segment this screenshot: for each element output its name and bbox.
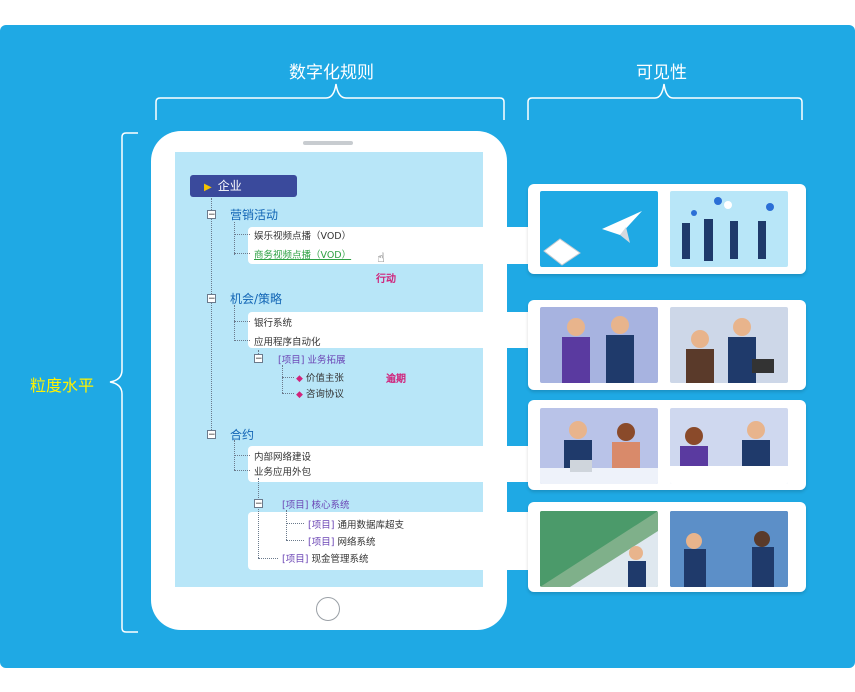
annotation-overdue: 逾期 (386, 374, 406, 385)
tree-leaf-vod-entertainment[interactable]: 娱乐视频点播（VOD） (254, 231, 352, 242)
collapse-minus-icon[interactable]: − (254, 499, 263, 509)
desk-meeting-illustration (686, 318, 774, 383)
highlight-marketing (248, 227, 548, 264)
collapse-minus-icon[interactable]: − (207, 210, 216, 220)
tree-h-3 (234, 321, 250, 322)
diamond-bullet-icon: ◆ (296, 390, 303, 400)
side-label-granularity: 粒度水平 (30, 376, 95, 395)
tree-h-1 (234, 234, 250, 235)
heading-visibility: 可见性 (636, 63, 687, 83)
tree-h-11 (258, 558, 278, 559)
tree-leaf-value-proposition[interactable]: ◆价值主张 (296, 370, 344, 384)
highlight-contract (248, 446, 548, 482)
tree-root-enterprise[interactable]: ▶ 企业 (190, 175, 297, 197)
tree-node-opportunity[interactable]: 机会/策略 (230, 292, 283, 306)
tree-node-core-system[interactable]: [项目] 核心系统 (282, 497, 349, 511)
tree-root-label: 企业 (217, 179, 242, 193)
project-tag: [项目] (282, 500, 309, 511)
image-handshake (540, 307, 658, 383)
tree-leaf-banking[interactable]: 银行系统 (254, 318, 293, 329)
image-city-team (540, 511, 658, 587)
tree-h-4 (234, 340, 250, 341)
tree-line-marketing (234, 222, 235, 255)
document-review-illustration (670, 421, 788, 484)
tree-h-7 (234, 455, 250, 456)
city-team-illustration (540, 511, 658, 587)
city-view-illustration (670, 511, 788, 587)
project-tag: [项目] (278, 355, 305, 366)
tree-leaf-label: 现金管理系统 (311, 554, 369, 565)
tree-node-business-dev[interactable]: [项目] 业务拓展 (278, 352, 345, 366)
tree-leaf-label: 网络系统 (337, 537, 376, 548)
tree-h-2 (234, 253, 250, 254)
tree-h-5 (282, 377, 294, 378)
home-button[interactable] (316, 597, 340, 621)
tree-h-6 (282, 393, 294, 394)
celebration-illustration (682, 197, 774, 261)
image-celebration (670, 191, 788, 267)
tree-leaf-label: 价值主张 (305, 373, 344, 384)
tree-leaf-network-system[interactable]: [项目] 网络系统 (308, 534, 375, 548)
expand-triangle-icon: ▶ (204, 182, 212, 193)
tree-leaf-app-automation[interactable]: 应用程序自动化 (254, 337, 321, 348)
tree-leaf-label: 通用数据库超支 (337, 520, 404, 531)
image-laptop-meeting (540, 408, 658, 484)
tree-leaf-outsourcing[interactable]: 业务应用外包 (254, 467, 312, 478)
tree-line-contract-project (258, 478, 259, 558)
tree-line-main (211, 198, 212, 438)
tree-leaf-database-overrun[interactable]: [项目] 通用数据库超支 (308, 517, 404, 531)
project-name: 业务拓展 (307, 355, 346, 366)
tree-leaf-vod-business[interactable]: 商务视频点播（VOD） (254, 250, 352, 261)
tree-node-contract[interactable]: 合约 (230, 428, 255, 442)
diamond-bullet-icon: ◆ (296, 374, 303, 384)
paper-plane-illustration (543, 211, 642, 266)
tree-node-marketing[interactable]: 营销活动 (230, 208, 279, 222)
image-desk-meeting (670, 307, 788, 383)
image-document-review (670, 408, 788, 484)
tree-line-opportunity (234, 305, 235, 341)
tablet-speaker (303, 141, 353, 145)
tree-line-contract-sub (286, 510, 287, 540)
tree-line-opp-sub (282, 365, 283, 393)
brace-granularity (109, 132, 138, 633)
cursor-hand-icon: ☝ (377, 251, 385, 266)
tree-leaf-cash-management[interactable]: [项目] 现金管理系统 (282, 551, 368, 565)
image-city-view (670, 511, 788, 587)
project-name: 核心系统 (311, 500, 350, 511)
annotation-action: 行动 (376, 274, 396, 285)
tree-leaf-intranet[interactable]: 内部网络建设 (254, 452, 312, 463)
project-tag: [项目] (282, 554, 309, 565)
laptop-meeting-illustration (540, 421, 658, 484)
image-paper-plane (540, 191, 658, 267)
brace-digital-rules (155, 83, 505, 120)
project-tag: [项目] (308, 537, 335, 548)
collapse-minus-icon[interactable]: − (207, 294, 216, 304)
handshake-illustration (562, 316, 634, 383)
collapse-minus-icon[interactable]: − (207, 430, 216, 440)
tree-h-10 (286, 540, 304, 541)
tree-h-9 (286, 523, 304, 524)
highlight-core-system (248, 512, 548, 570)
project-tag: [项目] (308, 520, 335, 531)
brace-visibility (527, 83, 803, 120)
tree-h-8 (234, 470, 250, 471)
highlight-opportunity (248, 312, 548, 348)
tree-leaf-label: 咨询协议 (305, 389, 344, 400)
heading-digital-rules: 数字化规则 (289, 63, 374, 83)
collapse-minus-icon[interactable]: − (254, 354, 263, 364)
tree-leaf-consulting-agreement[interactable]: ◆咨询协议 (296, 386, 344, 400)
